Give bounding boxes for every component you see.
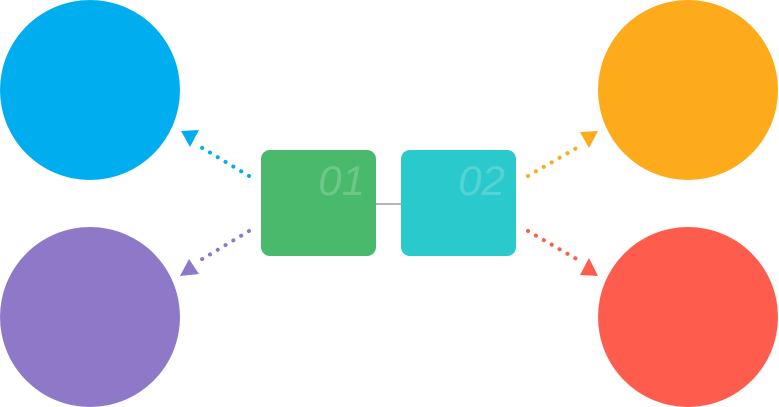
arrow-to-bottom-right <box>526 229 598 276</box>
circle-bottom-left <box>0 227 180 407</box>
circle-top-left <box>0 0 180 180</box>
box-02: 02 <box>401 150 516 256</box>
box-01: 01 <box>261 150 376 256</box>
arrow-to-top-right <box>526 131 598 178</box>
circle-bottom-right <box>598 227 778 407</box>
box-01-label: 01 <box>318 157 365 204</box>
circle-top-right <box>598 0 778 180</box>
arrow-to-bottom-left <box>180 229 251 276</box>
box-02-label: 02 <box>458 157 505 204</box>
arrow-to-top-left <box>181 130 251 178</box>
